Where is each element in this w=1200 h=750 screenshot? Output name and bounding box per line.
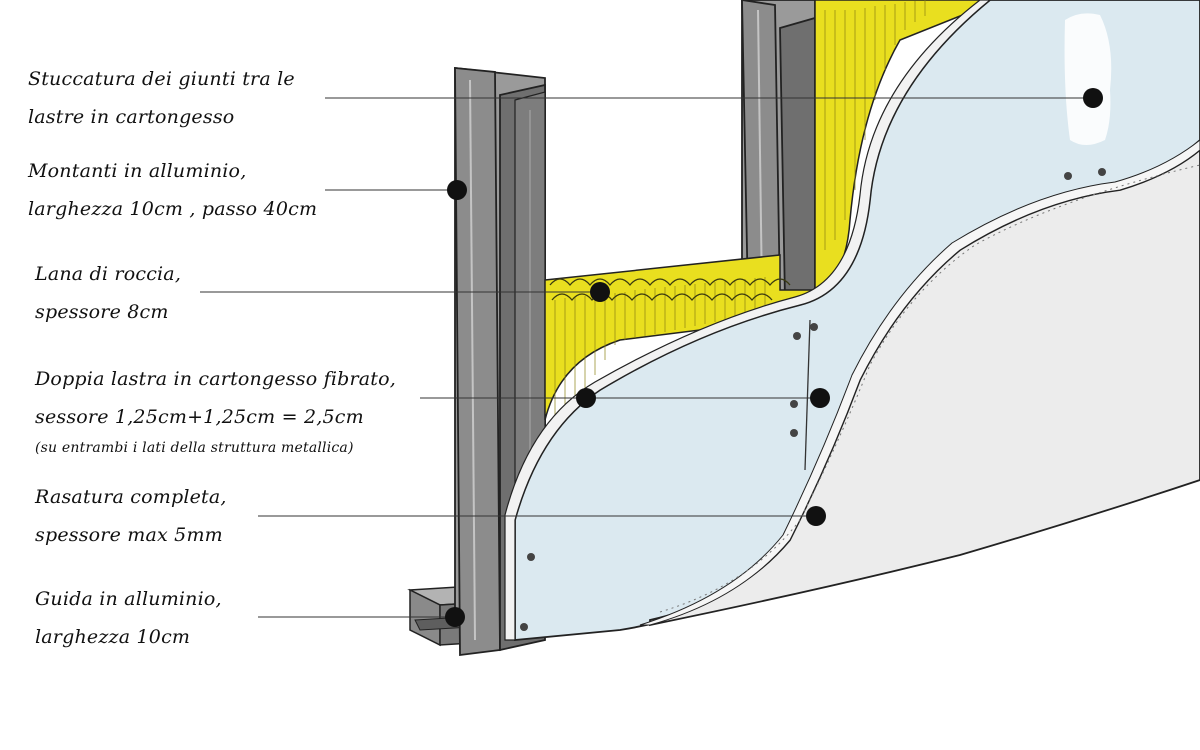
label-doppia: Doppia lastra in cartongesso fibrato, se… — [35, 360, 396, 460]
marker-lana — [590, 282, 610, 302]
marker-dots — [445, 88, 1103, 627]
marker-stuccatura — [1083, 88, 1103, 108]
marker-doppia-1 — [576, 388, 596, 408]
leader-lines — [200, 97, 1093, 618]
label-montanti: Montanti in alluminio, larghezza 10cm , … — [28, 152, 317, 228]
label-rasatura-line2: spessore max 5mm — [35, 524, 223, 546]
label-rasatura-line1: Rasatura completa, — [35, 486, 227, 508]
label-stuccatura-line1: Stuccatura dei giunti tra le — [28, 68, 295, 90]
marker-rasatura — [806, 506, 826, 526]
label-doppia-line3: (su entrambi i lati della struttura meta… — [35, 440, 354, 456]
label-guida-line1: Guida in alluminio, — [35, 588, 222, 610]
label-stuccatura-line2: lastre in cartongesso — [28, 106, 235, 128]
rock-wool-insulation — [544, 0, 1001, 421]
label-montanti-line1: Montanti in alluminio, — [28, 160, 247, 182]
right-stud — [741, 0, 816, 301]
label-lana-line1: Lana di roccia, — [35, 263, 182, 285]
label-montanti-line2: larghezza 10cm , passo 40cm — [28, 198, 318, 220]
marker-guida — [445, 607, 465, 627]
label-doppia-line1: Doppia lastra in cartongesso fibrato, — [35, 368, 396, 390]
label-lana-line2: spessore 8cm — [35, 301, 169, 323]
label-doppia-line2: sessore 1,25cm+1,25cm = 2,5cm — [35, 406, 364, 428]
joint-tape — [1064, 13, 1112, 146]
label-rasatura: Rasatura completa, spessore max 5mm — [35, 478, 227, 554]
marker-doppia-2 — [810, 388, 830, 408]
label-stuccatura: Stuccatura dei giunti tra le lastre in c… — [28, 60, 295, 136]
marker-montanti — [447, 180, 467, 200]
label-guida: Guida in alluminio, larghezza 10cm — [35, 580, 222, 656]
label-lana: Lana di roccia, spessore 8cm — [35, 255, 181, 331]
label-guida-line2: larghezza 10cm — [35, 626, 191, 648]
finish-coat — [639, 139, 1200, 627]
